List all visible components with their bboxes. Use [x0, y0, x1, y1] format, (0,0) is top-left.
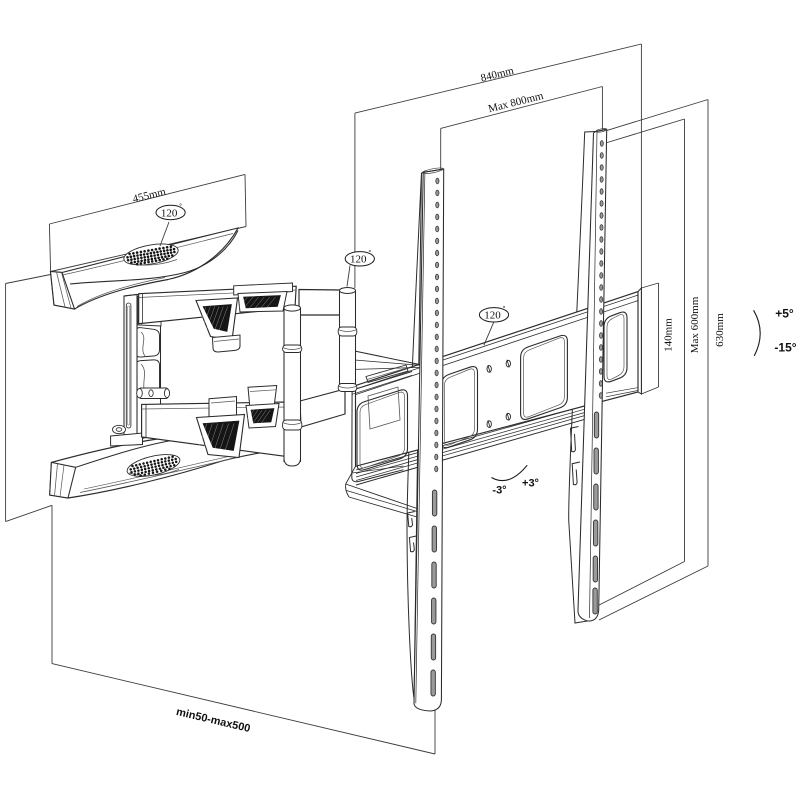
svg-text:-3°: -3° — [492, 485, 506, 497]
svg-text:630mm: 630mm — [714, 313, 726, 347]
svg-text:140mm: 140mm — [663, 318, 675, 352]
svg-text:120: 120 — [350, 254, 367, 266]
svg-text:120: 120 — [484, 310, 501, 322]
svg-text:120: 120 — [161, 207, 178, 219]
svg-text:-15°: -15° — [774, 341, 796, 355]
svg-text:˚: ˚ — [368, 249, 371, 260]
svg-text:˚: ˚ — [502, 305, 505, 316]
svg-text:+3°: +3° — [522, 478, 539, 490]
svg-text:Max 600mm: Max 600mm — [689, 296, 701, 353]
svg-text:˚: ˚ — [179, 203, 182, 214]
svg-text:+5°: +5° — [775, 307, 794, 321]
